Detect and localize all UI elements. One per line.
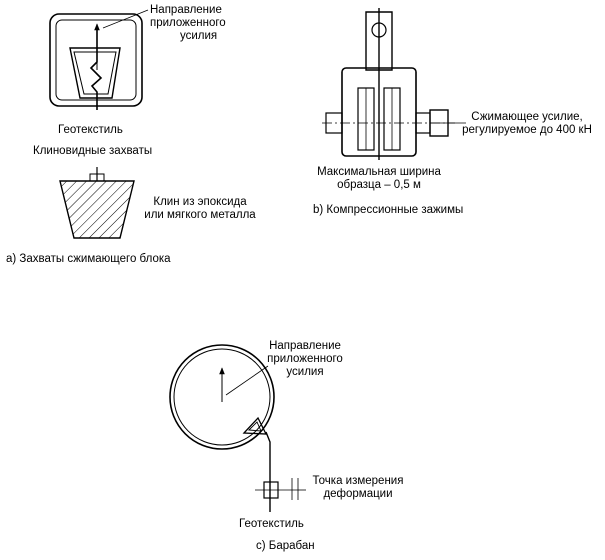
b-clamp-force-label: Сжимающее усилие, регулируемое до 400 кН bbox=[462, 111, 592, 136]
drum-geotextile-strip bbox=[265, 431, 271, 512]
c-measure-point-label: Точка измерения деформации bbox=[312, 475, 404, 500]
a-geotextile-label: Геотекстиль bbox=[58, 124, 123, 136]
epoxy-wedge bbox=[59, 167, 135, 239]
compression-clamp bbox=[325, 11, 449, 157]
c-caption: c) Барабан bbox=[256, 540, 315, 552]
drum-direction-leader bbox=[225, 365, 269, 396]
c-direction-label: Направление приложенного усилия bbox=[267, 340, 343, 378]
a-caption: a) Захваты сжимающего блока bbox=[6, 253, 171, 265]
a-wedge-grips-label: Клиновидные захваты bbox=[33, 145, 153, 157]
b-caption: b) Компрессионные зажимы bbox=[313, 204, 464, 216]
a-wedge-material-label: Клин из эпоксида или мягкого металла bbox=[144, 196, 256, 221]
a-direction-label: Направление приложенного усилия bbox=[150, 4, 226, 42]
deformation-gauge bbox=[255, 478, 306, 500]
drum bbox=[169, 344, 275, 450]
direction-leader-line bbox=[102, 9, 149, 29]
wedge-grip-block bbox=[49, 13, 143, 107]
c-geotextile-label: Геотекстиль bbox=[239, 518, 304, 530]
b-max-width-label: Максимальная ширина образца – 0,5 м bbox=[317, 166, 441, 191]
